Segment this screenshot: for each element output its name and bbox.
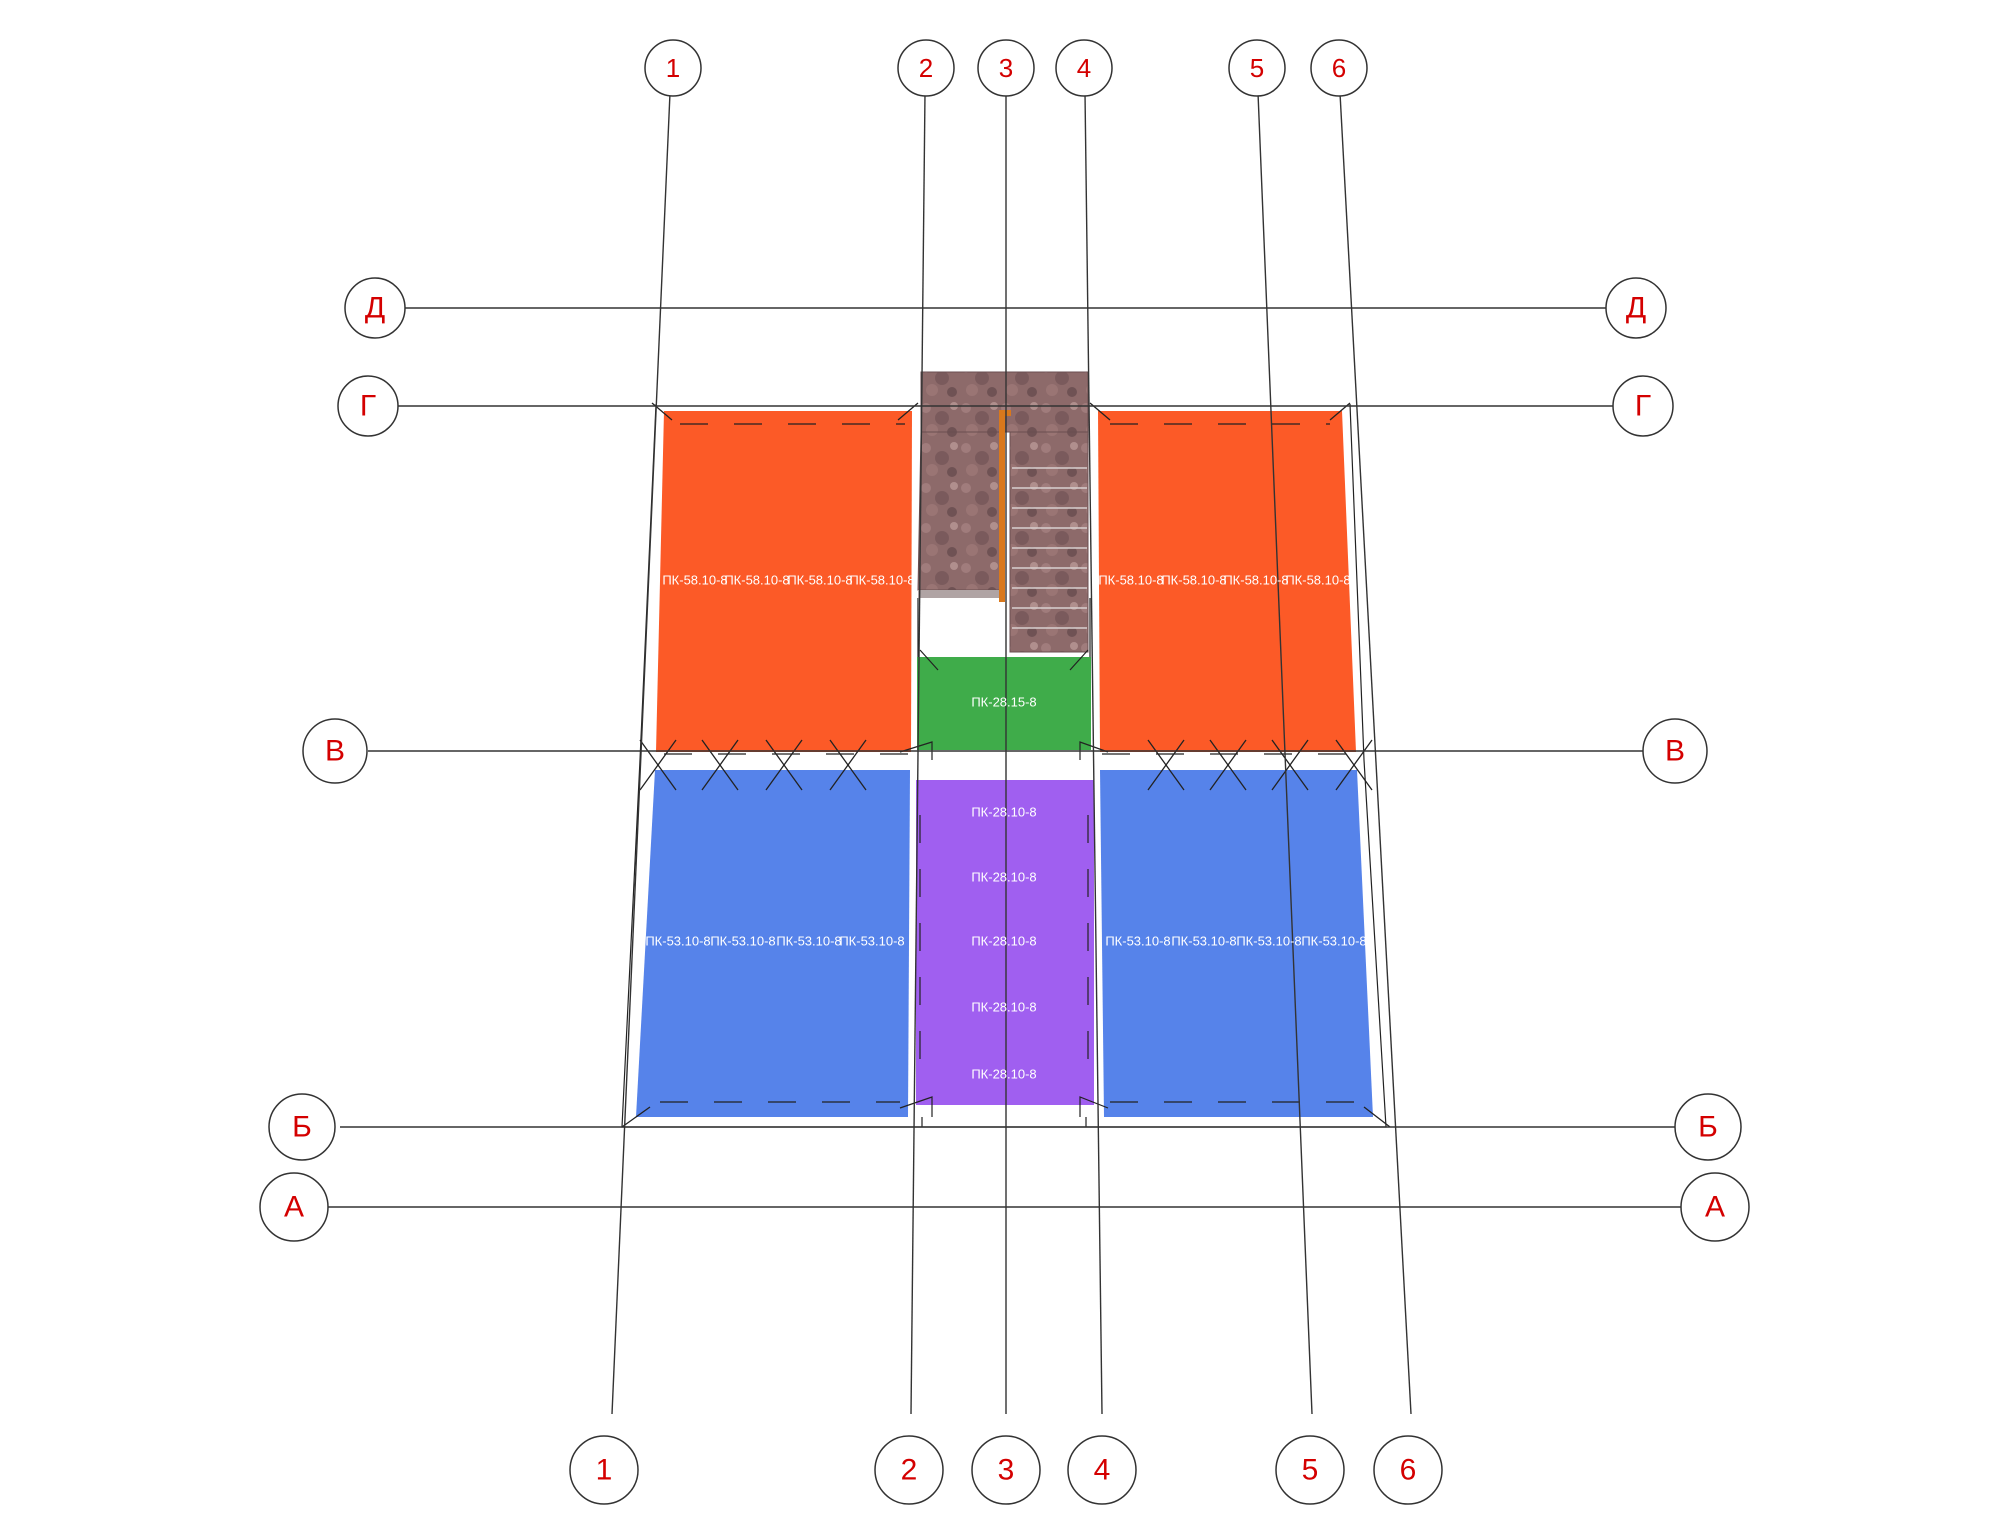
- axis-bubble-left-G: Г: [337, 375, 399, 437]
- label-top-left-2: ПК-58.10-8: [724, 573, 789, 588]
- axis-line-5: [1257, 92, 1313, 1415]
- svg-text:3: 3: [999, 53, 1013, 83]
- panel-group-bottom-right: [1100, 770, 1373, 1117]
- label-center-1: ПК-28.10-8: [971, 805, 1036, 820]
- svg-text:2: 2: [919, 53, 933, 83]
- axis-bubble-top-4: 4: [1055, 39, 1113, 97]
- label-center-2: ПК-28.10-8: [971, 870, 1036, 885]
- staircase: [917, 371, 1089, 653]
- svg-text:6: 6: [1400, 1454, 1417, 1487]
- grid-lines: [324, 92, 1690, 1415]
- svg-text:А: А: [284, 1191, 304, 1224]
- panel-seams: [660, 423, 1360, 1103]
- label-bottom-left-2: ПК-53.10-8: [710, 934, 775, 949]
- axis-line-6: [1339, 92, 1412, 1415]
- label-top-left-3: ПК-58.10-8: [787, 573, 852, 588]
- label-top-right-4: ПК-58.10-8: [1285, 573, 1350, 588]
- svg-text:Г: Г: [360, 390, 376, 423]
- svg-text:4: 4: [1094, 1454, 1111, 1487]
- label-top-left-1: ПК-58.10-8: [662, 573, 727, 588]
- axis-bubble-top-2: 2: [897, 39, 955, 97]
- axis-bubble-top-3: 3: [977, 39, 1035, 97]
- axis-bubble-bottom-2: 2: [874, 1435, 944, 1505]
- axis-bubble-bottom-1: 1: [569, 1435, 639, 1505]
- svg-text:А: А: [1705, 1191, 1725, 1224]
- panel-group-top-left: [656, 411, 912, 752]
- panel-labels: ПК-58.10-8 ПК-58.10-8 ПК-58.10-8 ПК-58.1…: [645, 573, 1366, 1082]
- axis-bubbles-top: 1 2 3 4 5 6: [644, 39, 1368, 97]
- axis-bubble-left-D: Д: [344, 277, 406, 339]
- axis-bubble-right-D: Д: [1605, 277, 1667, 339]
- stair-flight-left-edge: [918, 590, 1002, 598]
- axis-bubbles-right: Д Г В Б А: [1605, 277, 1750, 1242]
- panel-group-top-right: [1098, 411, 1356, 752]
- axis-bubble-right-B: Б: [1674, 1093, 1742, 1161]
- axis-line-1: [611, 92, 671, 1415]
- svg-text:Б: Б: [1698, 1111, 1718, 1144]
- axis-bubbles-left: Д Г В Б А: [259, 277, 406, 1242]
- label-bottom-right-4: ПК-53.10-8: [1301, 934, 1366, 949]
- slab-panels: [636, 411, 1373, 1117]
- label-top-right-3: ПК-58.10-8: [1223, 573, 1288, 588]
- panel-group-bottom-left: [636, 770, 910, 1117]
- svg-text:Д: Д: [365, 292, 385, 325]
- label-bottom-right-1: ПК-53.10-8: [1105, 934, 1170, 949]
- stair-handrail: [999, 412, 1005, 602]
- label-center-3: ПК-28.10-8: [971, 934, 1036, 949]
- label-bottom-left-1: ПК-53.10-8: [645, 934, 710, 949]
- label-top-right-2: ПК-58.10-8: [1161, 573, 1226, 588]
- axis-bubble-bottom-6: 6: [1373, 1435, 1443, 1505]
- svg-text:2: 2: [901, 1454, 918, 1487]
- axis-bubble-top-1: 1: [644, 39, 702, 97]
- panel-edge-ticks: [621, 402, 1391, 1128]
- axis-bubble-right-A: А: [1680, 1172, 1750, 1242]
- label-center-5: ПК-28.10-8: [971, 1067, 1036, 1082]
- axis-line-2: [910, 92, 926, 1415]
- axis-bubble-bottom-5: 5: [1275, 1435, 1345, 1505]
- label-top-left-4: ПК-58.10-8: [849, 573, 914, 588]
- axis-bubble-bottom-4: 4: [1067, 1435, 1137, 1505]
- svg-text:Б: Б: [292, 1111, 312, 1144]
- svg-text:3: 3: [998, 1454, 1015, 1487]
- svg-text:1: 1: [666, 53, 680, 83]
- svg-text:1: 1: [596, 1454, 613, 1487]
- axis-bubble-right-G: Г: [1612, 375, 1674, 437]
- stair-flight-right: [1009, 431, 1089, 653]
- svg-text:Д: Д: [1626, 292, 1646, 325]
- panel-group-center: [916, 780, 1094, 1105]
- axis-line-4: [1084, 92, 1103, 1415]
- svg-text:В: В: [1665, 735, 1685, 768]
- stair-steps: [1012, 467, 1087, 629]
- label-bottom-left-4: ПК-53.10-8: [839, 934, 904, 949]
- label-green-landing: ПК-28.15-8: [971, 695, 1036, 710]
- axis-bubble-right-V: В: [1642, 718, 1708, 784]
- panel-cross-marks: [639, 739, 1373, 791]
- svg-text:Г: Г: [1635, 390, 1651, 423]
- svg-text:В: В: [325, 735, 345, 768]
- svg-text:5: 5: [1250, 53, 1264, 83]
- axis-bubble-left-B: Б: [268, 1093, 336, 1161]
- axis-bubble-top-5: 5: [1228, 39, 1286, 97]
- label-top-right-1: ПК-58.10-8: [1098, 573, 1163, 588]
- stair-flight-left: [917, 431, 1003, 591]
- label-bottom-right-3: ПК-53.10-8: [1236, 934, 1301, 949]
- stair-handrail-top: [999, 410, 1011, 416]
- axis-bubble-bottom-3: 3: [971, 1435, 1041, 1505]
- svg-text:6: 6: [1332, 53, 1346, 83]
- panel-green-landing: [917, 657, 1091, 750]
- label-bottom-left-3: ПК-53.10-8: [776, 934, 841, 949]
- svg-text:4: 4: [1077, 53, 1091, 83]
- axis-bubble-left-A: А: [259, 1172, 329, 1242]
- label-center-4: ПК-28.10-8: [971, 1000, 1036, 1015]
- svg-text:5: 5: [1302, 1454, 1319, 1487]
- axis-bubble-left-V: В: [302, 718, 368, 784]
- axis-bubbles-bottom: 1 2 3 4 5 6: [569, 1435, 1443, 1505]
- axis-bubble-top-6: 6: [1310, 39, 1368, 97]
- label-bottom-right-2: ПК-53.10-8: [1171, 934, 1236, 949]
